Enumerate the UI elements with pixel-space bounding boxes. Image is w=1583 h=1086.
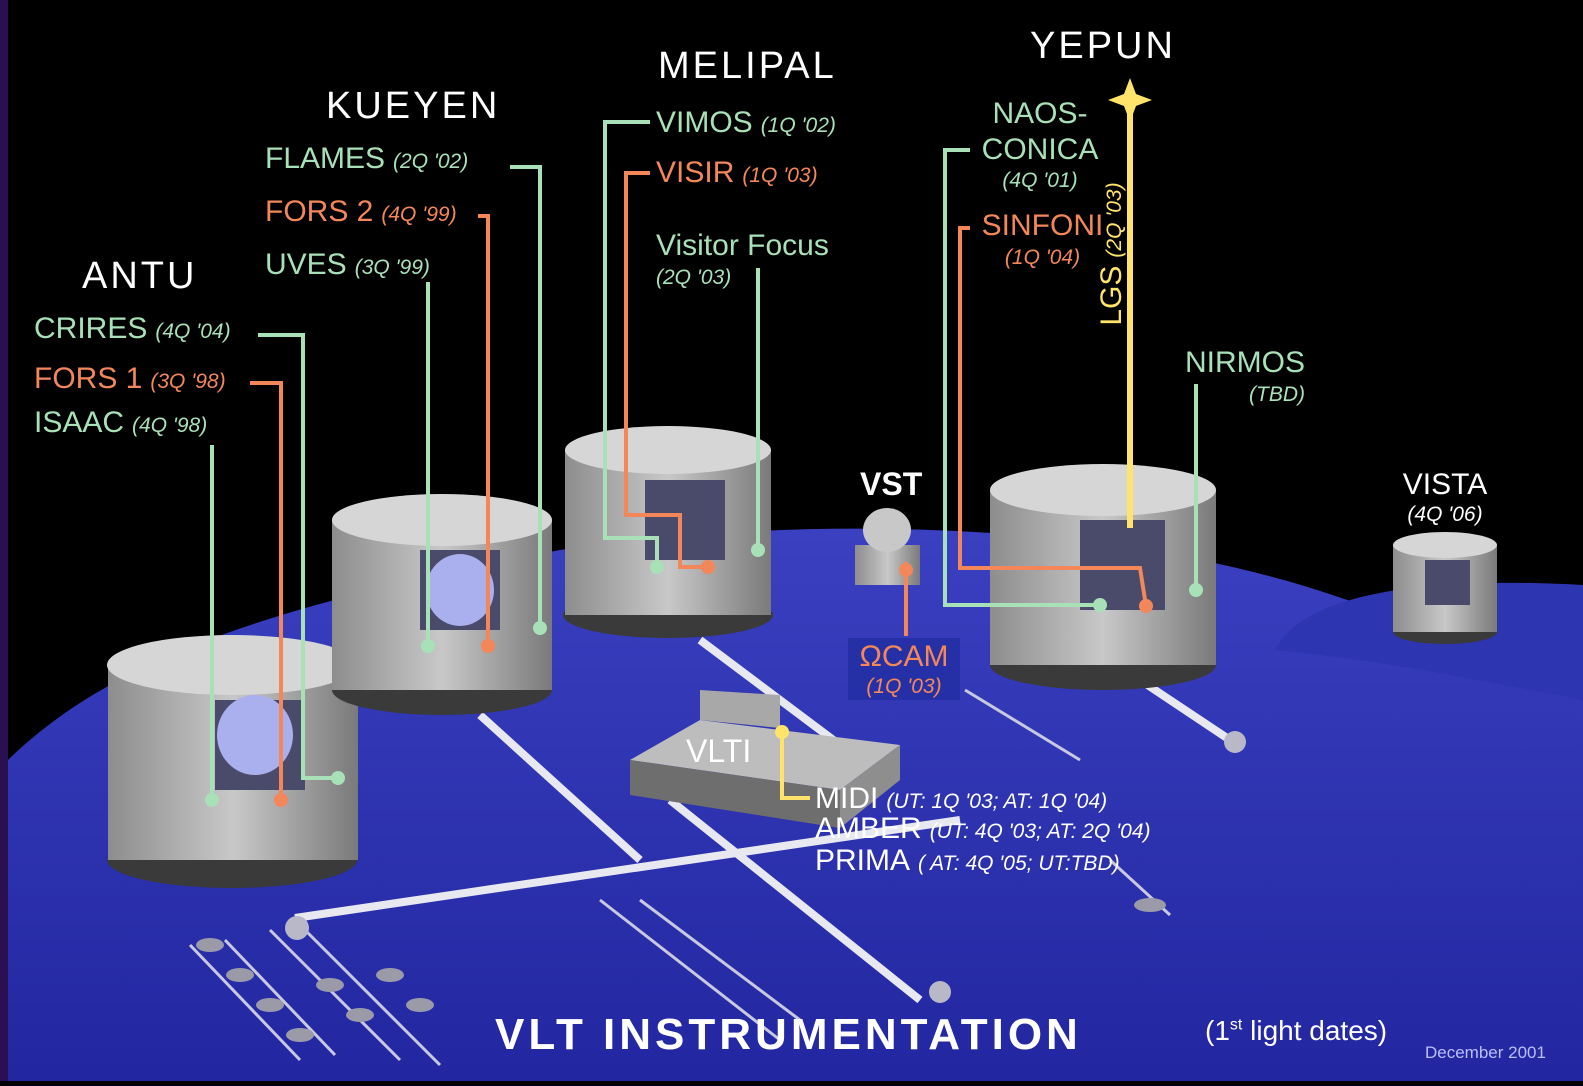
antu-title: ANTU [82,255,198,297]
vst-title: VST [860,466,923,502]
ut1-antu-enclosure [107,635,358,888]
at-stations [196,898,1166,1042]
vista-label: VISTA(4Q '06) [1402,468,1488,527]
prima-label: PRIMA( AT: 4Q '05; UT:TBD) [815,844,1120,877]
kueyen-title: KUEYEN [326,85,501,127]
ut3-melipal-enclosure [563,426,773,638]
visir-label: VISIR(1Q '03) [656,156,818,189]
leader-lines [210,120,1198,800]
visitor-focus-label: Visitor Focus(2Q '03) [656,229,829,290]
auxiliary-telescopes [285,731,1246,1003]
yepun-title: YEPUN [1030,25,1176,67]
lgs-star-icon [1108,78,1152,122]
omegacam-label: ΩCAM(1Q '03) [859,640,949,699]
melipal-title: MELIPAL [658,45,837,87]
vista-enclosure [1393,532,1497,644]
ut2-kueyen-enclosure [332,494,552,715]
date-credit: December 2001 [1425,1043,1546,1062]
ut4-yepun-enclosure [990,464,1216,690]
naos-conica-label: NAOS-CONICA(4Q '01) [981,97,1099,192]
omegacam-label-box [848,638,960,700]
fors1-label: FORS 1(3Q '98) [34,362,226,395]
flames-label: FLAMES(2Q '02) [265,142,469,175]
uves-label: UVES(3Q '99) [265,248,430,281]
page-title: VLT INSTRUMENTATION [495,1010,1082,1059]
first-light-subtitle: (1st light dates) [1205,1015,1388,1046]
midi-label: MIDI(UT: 1Q '03; AT: 1Q '04) [815,782,1108,815]
vst-enclosure [855,508,920,585]
vlti-building [630,690,900,828]
vimos-label: VIMOS(1Q '02) [656,106,836,139]
nirmos-label: NIRMOS(TBD) [1185,346,1305,407]
vlti-title: VLTI [686,733,752,769]
at-rail-tracks [188,688,1172,1067]
sinfoni-label: SINFONI(1Q '04) [981,209,1104,270]
amber-label: AMBER(UT: 4Q '03; AT: 2Q '04) [815,812,1151,845]
crires-label: CRIRES(4Q '04) [34,312,231,345]
lgs-label: LGS(2Q '03) [1095,182,1128,326]
isaac-label: ISAAC(4Q '98) [34,406,208,439]
left-edge-strip [0,0,8,1081]
fors2-label: FORS 2(4Q '99) [265,195,457,228]
leader-dots [205,543,1203,807]
